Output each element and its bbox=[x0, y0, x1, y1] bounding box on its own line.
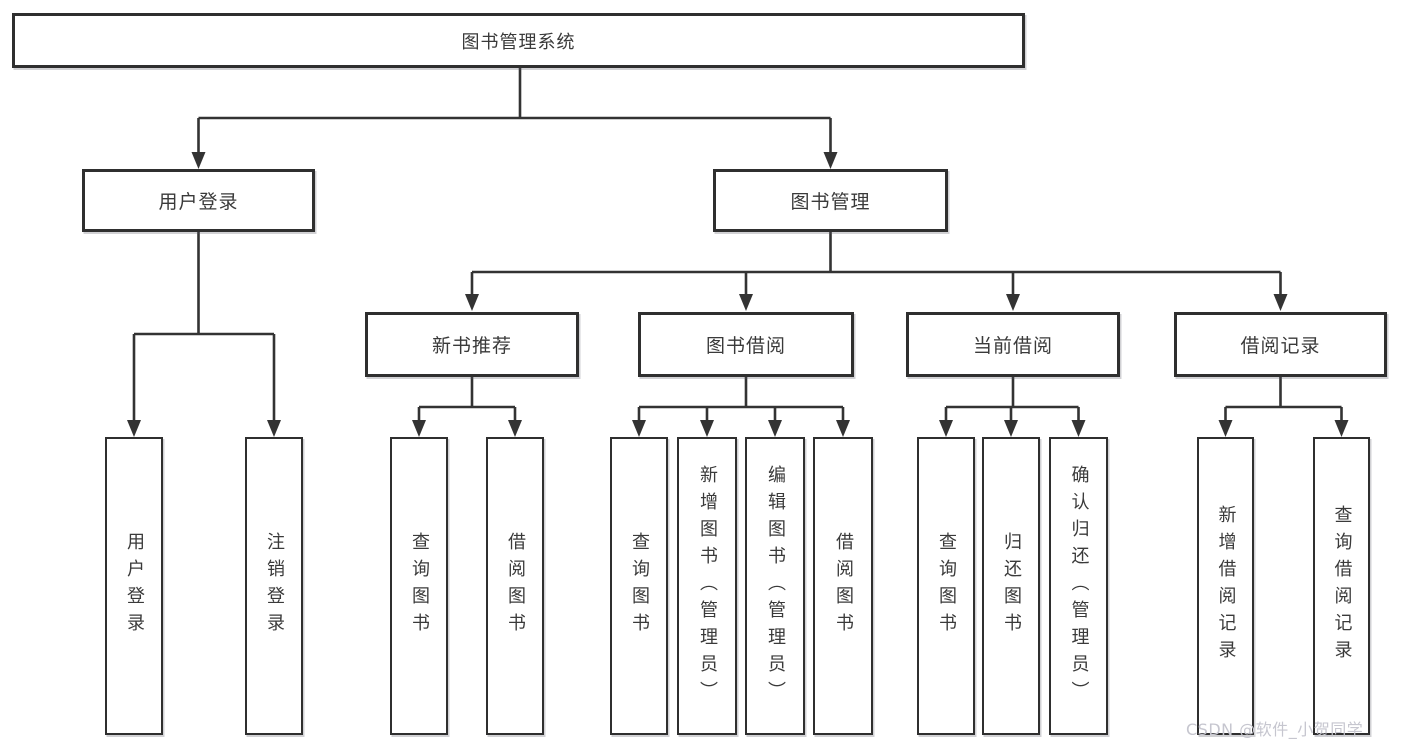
watermark: CSDN @软件_小贺同学 bbox=[1186, 720, 1364, 739]
leaf-query-books-rec: 查询图书 bbox=[390, 437, 448, 735]
leaf-query-borrow-record: 查询借阅记录 bbox=[1313, 437, 1370, 735]
leaf-query-books-current: 查询图书 bbox=[917, 437, 975, 735]
leaf-user-login: 用户登录 bbox=[105, 437, 163, 735]
leaf-logout: 注销登录 bbox=[245, 437, 303, 735]
connector-root-to-level2 bbox=[191, 68, 838, 169]
node-book-borrow: 图书借阅 bbox=[638, 312, 854, 377]
connector-user-login-children bbox=[127, 232, 281, 437]
node-new-book-rec: 新书推荐 bbox=[365, 312, 579, 377]
node-book-mgmt: 图书管理 bbox=[713, 169, 948, 232]
leaf-edit-book-admin: 编辑图书（管理员） bbox=[745, 437, 805, 735]
leaf-add-borrow-record: 新增借阅记录 bbox=[1197, 437, 1254, 735]
leaf-query-books-borrow: 查询图书 bbox=[610, 437, 668, 735]
node-root: 图书管理系统 bbox=[12, 13, 1025, 68]
connector-book-borrow-children bbox=[632, 377, 850, 437]
node-user-login: 用户登录 bbox=[82, 169, 315, 232]
node-current-borrow: 当前借阅 bbox=[906, 312, 1120, 377]
leaf-add-book-admin: 新增图书（管理员） bbox=[677, 437, 737, 735]
connector-book-mgmt-groups bbox=[465, 232, 1288, 311]
leaf-borrow-books: 借阅图书 bbox=[813, 437, 873, 735]
connector-new-book-rec-children bbox=[412, 377, 522, 437]
leaf-confirm-return-admin: 确认归还（管理员） bbox=[1049, 437, 1108, 735]
leaf-return-books: 归还图书 bbox=[982, 437, 1040, 735]
connector-current-borrow-children bbox=[939, 377, 1086, 437]
leaf-borrow-books-rec: 借阅图书 bbox=[486, 437, 544, 735]
connector-borrow-records-children bbox=[1218, 377, 1349, 437]
node-borrow-records: 借阅记录 bbox=[1174, 312, 1387, 377]
